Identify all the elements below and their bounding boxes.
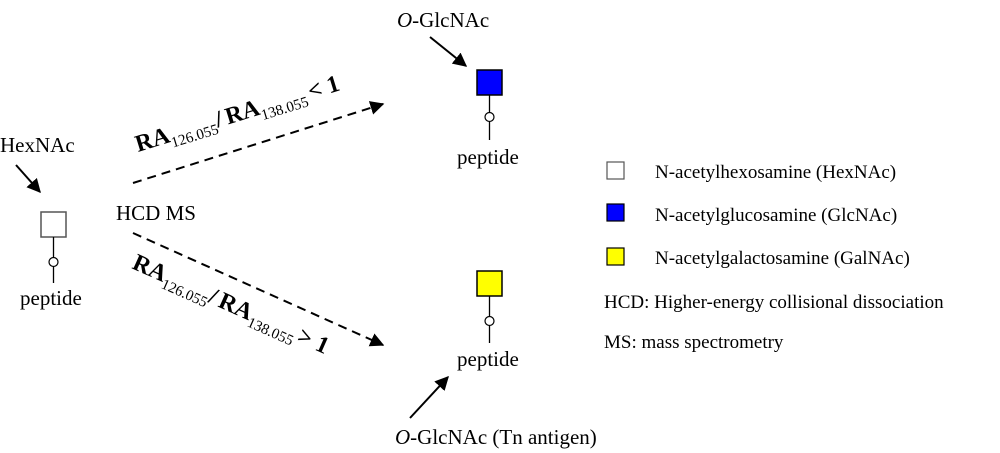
top-peptide-label: peptide: [457, 145, 519, 169]
top-linkage-oxygen: [484, 111, 495, 123]
bottom-product-label-italic: O: [395, 425, 410, 449]
top-ratio-num-main: RA: [132, 123, 173, 158]
hexnac-label: HexNAc: [0, 133, 75, 157]
top-branch-arrow: [132, 101, 385, 184]
bottom-linkage-oxygen: [484, 315, 495, 327]
top-product-pointer-arrow: [429, 36, 468, 67]
bottom-ratio-comparator: > 1: [293, 323, 333, 360]
top-ratio-label: RA126.055/RA138.055< 1: [132, 71, 344, 162]
legend-hexnac-swatch: [606, 161, 625, 180]
legend-glcnac-label: N-acetylglucosamine (GlcNAc): [655, 205, 897, 226]
hexnac-linkage-oxygen: [48, 256, 59, 268]
bottom-product-label: O-GlcNAc (Tn antigen): [395, 425, 597, 449]
bottom-ratio-label: RA126.055/RA138.055> 1: [127, 250, 333, 364]
legend-galnac-label: N-acetylgalactosamine (GalNAc): [655, 248, 910, 269]
legend-hexnac-label: N-acetylhexosamine (HexNAc): [655, 162, 896, 183]
hcd-ms-label: HCD MS: [116, 201, 196, 225]
hexnac-square-icon: [40, 211, 67, 238]
bottom-peptide-label: peptide: [457, 347, 519, 371]
bottom-ratio-num-sub: 126.055: [159, 277, 210, 311]
galnac-square-icon: [476, 270, 503, 297]
bottom-branch-arrow: [132, 232, 385, 347]
bottom-product-label-rest: -GlcNAc (Tn antigen): [410, 425, 597, 449]
top-ratio-den-main: RA: [222, 95, 263, 130]
top-product-label-rest: -GlcNAc: [412, 8, 489, 32]
top-ratio-num-sub: 126.055: [169, 122, 220, 152]
top-product-label: O-GlcNAc: [397, 8, 489, 32]
legend-galnac-swatch: [606, 247, 625, 266]
hexnac-pointer-arrow: [15, 164, 41, 194]
legend-hcd-note: HCD: Higher-energy collisional dissociat…: [604, 292, 944, 313]
top-ratio-comparator: < 1: [305, 71, 343, 105]
top-ratio-den-sub: 138.055: [259, 94, 310, 124]
bottom-product-pointer-arrow: [409, 375, 449, 419]
bottom-ratio-den-sub: 138.055: [245, 315, 296, 349]
top-product-label-italic: O: [397, 8, 412, 32]
left-peptide-label: peptide: [20, 286, 82, 310]
legend-ms-note: MS: mass spectrometry: [604, 332, 784, 353]
glcnac-square-icon: [476, 69, 503, 96]
legend-glcnac-swatch: [606, 203, 625, 222]
